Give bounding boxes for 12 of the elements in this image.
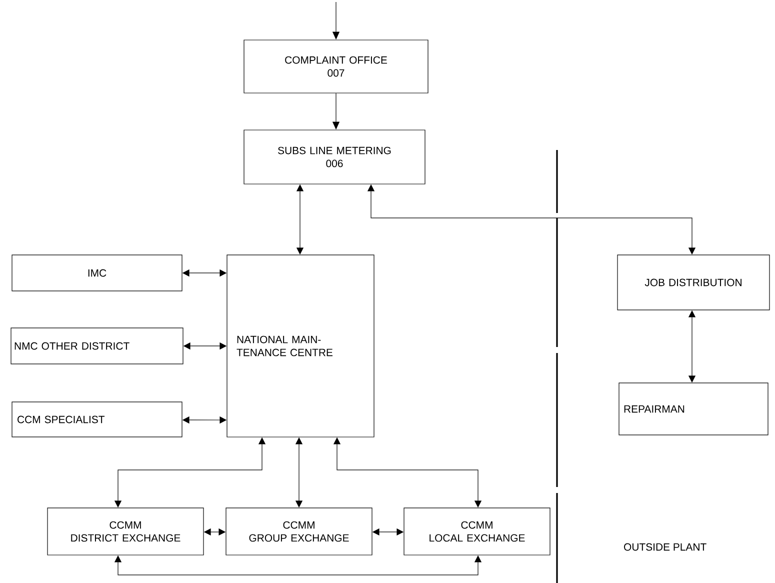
- process-box: COMPLAINT OFFICE 007: [244, 40, 428, 94]
- process-box: NMC OTHER DISTRICT: [10, 328, 184, 364]
- process-box: CCMM DISTRICT EXCHANGE: [47, 508, 204, 556]
- process-box: CCMM LOCAL EXCHANGE: [404, 508, 550, 556]
- region-label: OUTSIDE PLANT: [624, 543, 706, 551]
- process-box: REPAIRMAN: [618, 382, 768, 436]
- process-box: SUBS LINE METERING 006: [244, 130, 426, 184]
- process-box: IMC: [12, 254, 182, 292]
- process-box: NATIONAL MAIN- TENANCE CENTRE: [226, 254, 374, 438]
- process-box: CCMM GROUP EXCHANGE: [226, 508, 372, 556]
- process-box: JOB DISTRIBUTION: [617, 254, 770, 310]
- process-box: CCM SPECIALIST: [12, 402, 182, 438]
